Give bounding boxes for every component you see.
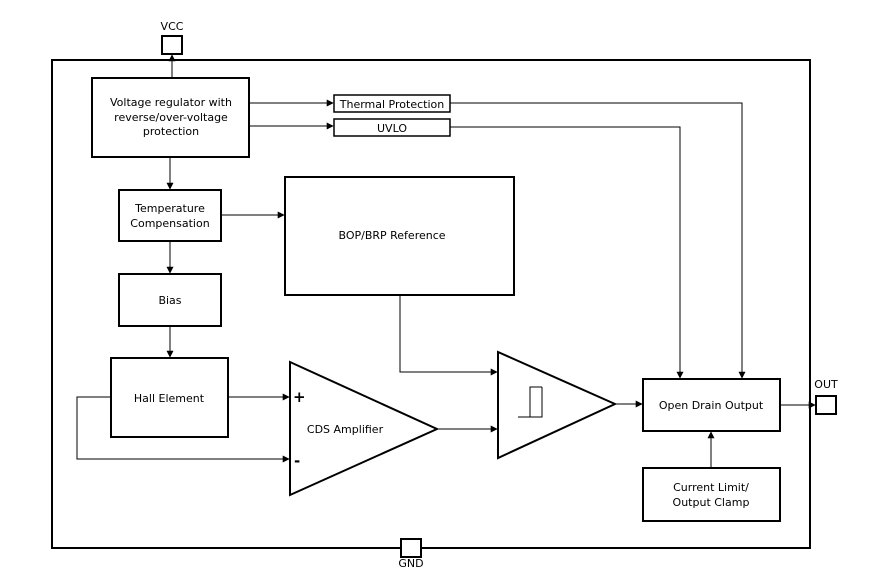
out-label: OUT xyxy=(814,378,838,391)
regulator-line-1: Voltage regulator with xyxy=(110,96,232,109)
amp-minus-sign: - xyxy=(294,452,300,470)
amplifier-label: CDS Amplifier xyxy=(307,423,384,436)
out-pin: OUT xyxy=(814,378,838,415)
output-label: Open Drain Output xyxy=(659,399,764,412)
current-limit-block: Current Limit/ Output Clamp xyxy=(642,467,781,522)
regulator-line-2: reverse/over-voltage xyxy=(114,111,228,124)
uvlo-label: UVLO xyxy=(377,122,407,135)
schmitt-comparator xyxy=(497,350,618,460)
hall-label: Hall Element xyxy=(134,392,205,405)
thermal-protection-block: Thermal Protection xyxy=(333,94,451,113)
connections xyxy=(76,54,816,468)
thermal-label: Thermal Protection xyxy=(339,98,444,111)
open-drain-output-block: Open Drain Output xyxy=(642,378,781,432)
regulator-line-3: protection xyxy=(143,125,199,138)
clamp-line-2: Output Clamp xyxy=(673,496,750,509)
gnd-pin: GND xyxy=(398,538,424,570)
reference-label: BOP/BRP Reference xyxy=(338,229,445,242)
amp-plus-sign: + xyxy=(293,388,306,406)
temp-comp-line-1: Temperature xyxy=(134,202,205,215)
temp-comp-line-2: Compensation xyxy=(130,217,209,230)
voltage-regulator-block: Voltage regulator with reverse/over-volt… xyxy=(91,77,250,158)
bias-label: Bias xyxy=(158,294,181,307)
hall-element-block: Hall Element xyxy=(110,357,229,438)
vcc-label: VCC xyxy=(161,20,184,33)
temperature-compensation-block: Temperature Compensation xyxy=(118,189,222,242)
bias-block: Bias xyxy=(118,273,222,327)
clamp-line-1: Current Limit/ xyxy=(673,481,749,494)
bop-brp-reference-block: BOP/BRP Reference xyxy=(284,176,515,296)
cds-amplifier: CDS Amplifier + - xyxy=(289,360,440,497)
gnd-label: GND xyxy=(398,557,423,570)
uvlo-block: UVLO xyxy=(333,118,451,137)
vcc-pin: VCC xyxy=(161,20,184,55)
